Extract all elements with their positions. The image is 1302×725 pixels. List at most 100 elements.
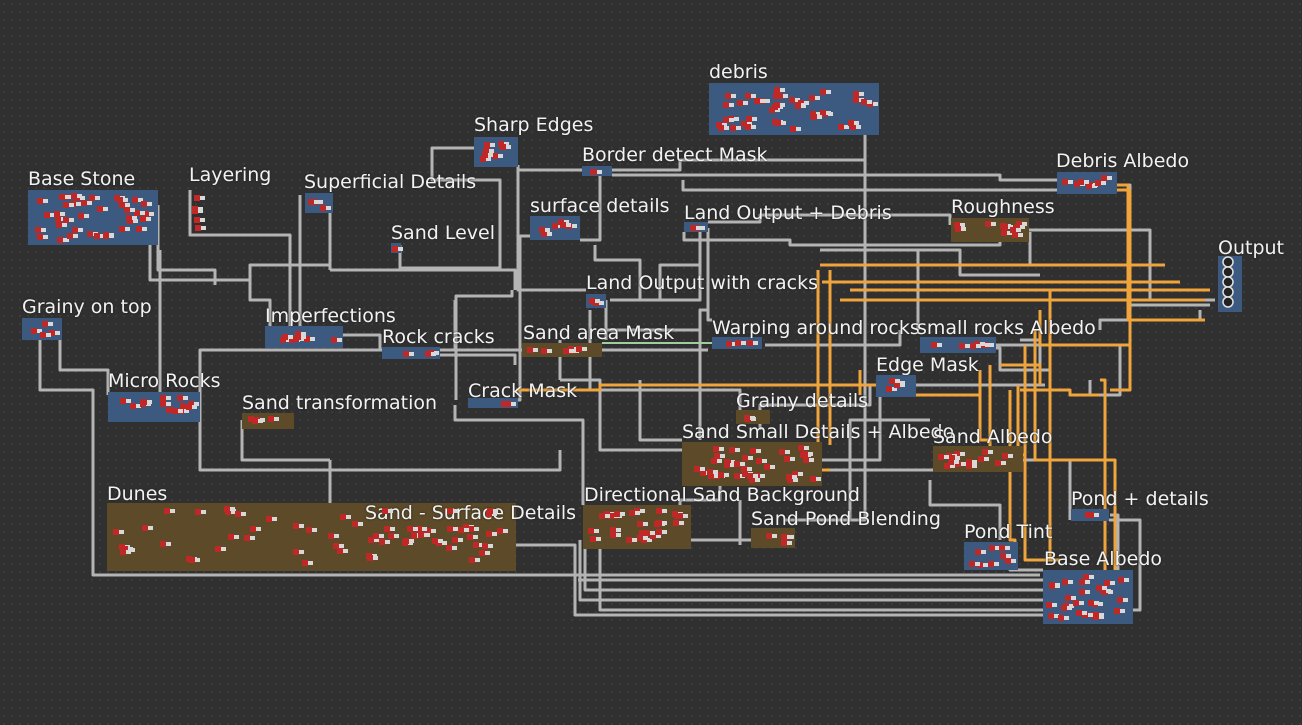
graph-node[interactable] (505, 401, 511, 407)
graph-node[interactable] (268, 416, 274, 422)
graph-node-port[interactable] (741, 341, 746, 345)
graph-node-port[interactable] (955, 456, 960, 460)
graph-node-port[interactable] (815, 96, 820, 100)
graph-node[interactable] (700, 470, 706, 476)
graph-node[interactable] (724, 462, 730, 468)
graph-node-port[interactable] (434, 351, 439, 355)
graph-node[interactable] (774, 102, 780, 108)
graph-node[interactable] (302, 560, 308, 566)
graph-node[interactable] (447, 508, 453, 514)
graph-node[interactable] (1114, 608, 1120, 614)
graph-node[interactable] (792, 471, 798, 477)
frame-title-pond-tint[interactable]: Pond Tint (964, 521, 1053, 543)
graph-node-port[interactable] (492, 532, 497, 536)
graph-node-port[interactable] (1120, 609, 1125, 613)
graph-node-port[interactable] (564, 220, 569, 224)
graph-node-port[interactable] (76, 202, 81, 206)
graph-node-port[interactable] (178, 409, 183, 413)
graph-node[interactable] (192, 206, 198, 212)
graph-node[interactable] (282, 334, 288, 340)
graph-node-port[interactable] (473, 535, 478, 539)
graph-node-port[interactable] (1124, 578, 1129, 582)
graph-node-port[interactable] (1067, 606, 1072, 610)
graph-node[interactable] (244, 535, 250, 541)
graph-node[interactable] (432, 538, 438, 544)
frame-title-sand-pond-blending[interactable]: Sand Pond Blending (751, 508, 941, 530)
graph-node-port[interactable] (545, 228, 550, 232)
graph-node[interactable] (889, 378, 895, 384)
graph-node[interactable] (726, 341, 732, 347)
graph-node[interactable] (1061, 605, 1067, 611)
graph-node[interactable] (749, 477, 755, 483)
graph-node-port[interactable] (388, 509, 393, 513)
graph-node[interactable] (295, 334, 301, 340)
graph-node-port[interactable] (133, 219, 138, 223)
graph-node-port[interactable] (339, 544, 344, 548)
graph-node-port[interactable] (43, 235, 48, 239)
graph-node[interactable] (333, 543, 339, 549)
graph-node-port[interactable] (55, 331, 60, 335)
graph-node-port[interactable] (41, 228, 46, 232)
graph-node-port[interactable] (234, 535, 239, 539)
graph-node[interactable] (608, 513, 614, 519)
graph-node[interactable] (143, 211, 149, 217)
graph-node[interactable] (995, 460, 1001, 466)
graph-node[interactable] (541, 231, 547, 237)
graph-node[interactable] (1086, 183, 1092, 189)
graph-node-port[interactable] (62, 223, 67, 227)
graph-node-port[interactable] (1094, 513, 1099, 517)
graph-node-port[interactable] (1085, 580, 1090, 584)
frame-title-roughness[interactable]: Roughness (951, 196, 1055, 218)
graph-node[interactable] (938, 454, 944, 460)
graph-node[interactable] (810, 476, 816, 482)
graph-node[interactable] (501, 401, 507, 407)
graph-node[interactable] (954, 222, 960, 228)
graph-node-port[interactable] (595, 299, 600, 303)
graph-node-port[interactable] (241, 512, 246, 516)
graph-node-port[interactable] (346, 515, 351, 519)
graph-node-port[interactable] (230, 507, 235, 511)
graph-node[interactable] (708, 473, 714, 479)
frame-title-grainy-details[interactable]: Grainy details (736, 390, 869, 412)
frame-title-rock-cracks[interactable]: Rock cracks (382, 326, 495, 348)
graph-node[interactable] (527, 347, 533, 353)
graph-node[interactable] (35, 227, 41, 233)
graph-node[interactable] (132, 197, 138, 203)
graph-node-port[interactable] (50, 213, 55, 217)
graph-node[interactable] (853, 97, 859, 103)
graph-node[interactable] (1079, 579, 1085, 585)
graph-node[interactable] (373, 533, 379, 539)
graph-node-port[interactable] (961, 462, 966, 466)
graph-node[interactable] (999, 545, 1005, 551)
graph-node[interactable] (784, 456, 790, 462)
frame-title-crack-mask[interactable]: Crack Mask (468, 380, 578, 402)
graph-node-port[interactable] (1098, 602, 1103, 606)
graph-node-port[interactable] (984, 457, 989, 461)
graph-node[interactable] (820, 110, 826, 116)
graph-node[interactable] (81, 200, 87, 206)
graph-node-port[interactable] (792, 475, 797, 479)
graph-node-port[interactable] (183, 396, 188, 400)
graph-node[interactable] (44, 212, 50, 218)
graph-node[interactable] (479, 550, 485, 556)
graph-node-port[interactable] (700, 467, 705, 471)
graph-node[interactable] (119, 226, 125, 232)
graph-node[interactable] (37, 234, 43, 240)
graph-node-port[interactable] (77, 194, 82, 198)
graph-node[interactable] (966, 463, 972, 469)
graph-node-port[interactable] (87, 201, 92, 205)
circle-icon[interactable] (1222, 276, 1234, 288)
graph-node-port[interactable] (632, 538, 637, 542)
frame-title-dunes[interactable]: Dunes (107, 483, 168, 505)
graph-node[interactable] (63, 202, 69, 208)
graph-node-port[interactable] (373, 556, 378, 560)
graph-node-port[interactable] (793, 478, 798, 482)
graph-node-port[interactable] (547, 232, 552, 236)
graph-node[interactable] (656, 508, 662, 514)
graph-node-port[interactable] (1008, 454, 1013, 458)
graph-node-port[interactable] (572, 224, 577, 228)
graph-node[interactable] (304, 336, 310, 342)
graph-node-port[interactable] (147, 400, 152, 404)
graph-node-port[interactable] (844, 125, 849, 129)
graph-node-port[interactable] (596, 537, 601, 541)
